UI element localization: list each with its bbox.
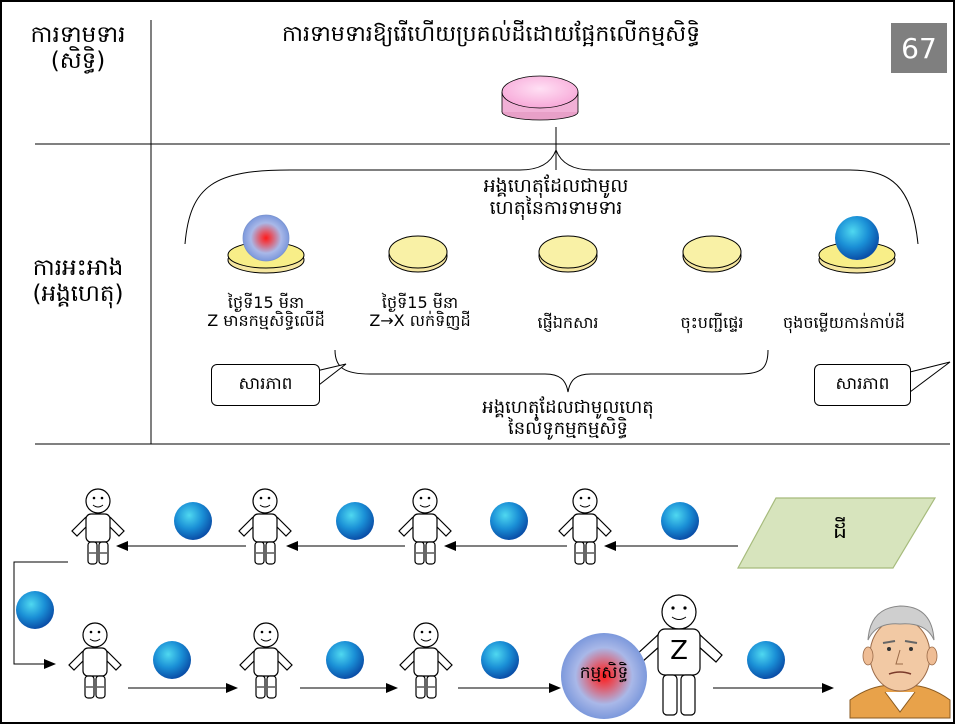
bottom-brace-label-line1: អង្គហេតុដែលជាមូលហេតុ (482, 397, 654, 418)
person-row1-4 (558, 488, 612, 565)
claim-label-line2: (សិទ្ធិ) (50, 48, 106, 75)
fact-5-label: ចុងចម្លើយកាន់កាប់ដី (783, 313, 905, 332)
fact-3-label: ផ្ញើឯកសារ (537, 313, 599, 332)
fact-disc-1 (227, 214, 305, 274)
fact-disc-4 (682, 235, 742, 273)
callout-left-tail (311, 363, 347, 389)
fact-disc-2 (388, 235, 448, 273)
fact-1-line1: ថ្ងៃទី15 មីនា (227, 293, 305, 312)
claim-disc (501, 75, 579, 121)
connector-row1-row2 (13, 561, 68, 669)
ball-row2-1 (153, 641, 191, 679)
fact-2-label: ថ្ងៃទី15 មីនា Z→X លក់ទិញដី (340, 293, 500, 331)
bottom-brace (334, 349, 769, 393)
fact-2-line1: ថ្ងៃទី15 មីនា (381, 293, 459, 312)
fact-1-label: ថ្ងៃទី15 មីនា Z មានកម្មសិទ្ធិលើដី (176, 293, 356, 331)
top-brace-label: អង្គហេតុដែលជាមូល ហេតុនៃការទាមទារ (426, 175, 686, 220)
assertion-label-line1: ការអះអាង (32, 255, 124, 281)
ball-row2-4 (747, 641, 785, 679)
land-shape (736, 497, 937, 569)
person-row2-3 (399, 622, 453, 699)
person-row1-3 (398, 488, 452, 565)
person-row1-2 (238, 488, 292, 565)
ball-row2-3 (481, 641, 519, 679)
fact-4-label: ចុះបញ្ជីផ្ទេរ (680, 313, 744, 332)
fact-disc-3 (538, 235, 598, 273)
assertion-label: ការអះអាង (អង្គហេតុ) (8, 255, 148, 308)
page-title: ការទាមទារឱ្យរើហើយប្រគល់ដីដោយផ្អែកលើកម្មស… (282, 22, 701, 47)
bottom-brace-label-line2: នៃលំទូកម្មកម្មសិទ្ធិ (508, 417, 628, 439)
assertion-label-line2: (អង្គហេតុ) (32, 281, 124, 308)
old-man-face (849, 605, 951, 719)
callout-right: សារភាព (814, 364, 911, 406)
ball-connector (16, 591, 54, 629)
top-brace (184, 148, 919, 245)
fact-disc-5 (818, 216, 896, 274)
person-row1-1 (71, 488, 125, 565)
ownership-label: កម្មសិទ្ធិ (579, 663, 629, 683)
fact-1-line2: Z មានកម្មសិទ្ធិលើដី (207, 311, 325, 331)
fact-2-line2: Z→X លក់ទិញដី (369, 311, 471, 331)
ball-row1-3 (490, 502, 528, 540)
claim-label: ការទាមទារ (សិទ្ធិ) (8, 22, 148, 75)
ball-row2-2 (326, 641, 364, 679)
person-row2-1 (68, 622, 122, 699)
person-row2-2 (239, 622, 293, 699)
top-brace-label-line2: ហេតុនៃការទាមទារ (489, 196, 623, 219)
ball-row1-4 (661, 502, 699, 540)
ball-row1-1 (174, 502, 212, 540)
claim-label-line1: ការទាមទារ (30, 22, 126, 48)
callout-left: សារភាព (211, 364, 320, 406)
land-label: ដី (833, 519, 847, 544)
callout-right-tail (909, 361, 951, 393)
top-brace-label-line1: អង្គហេតុដែលជាមូល (483, 175, 629, 197)
person-z (635, 594, 723, 716)
ownership-sphere (561, 633, 647, 719)
bottom-brace-label: អង្គហេតុដែលជាមូលហេតុ នៃលំទូកម្មកម្មសិទ្ធ… (418, 397, 718, 439)
z-label: Z (670, 636, 688, 666)
page-number: 67 (891, 23, 947, 73)
ball-row1-2 (336, 502, 374, 540)
